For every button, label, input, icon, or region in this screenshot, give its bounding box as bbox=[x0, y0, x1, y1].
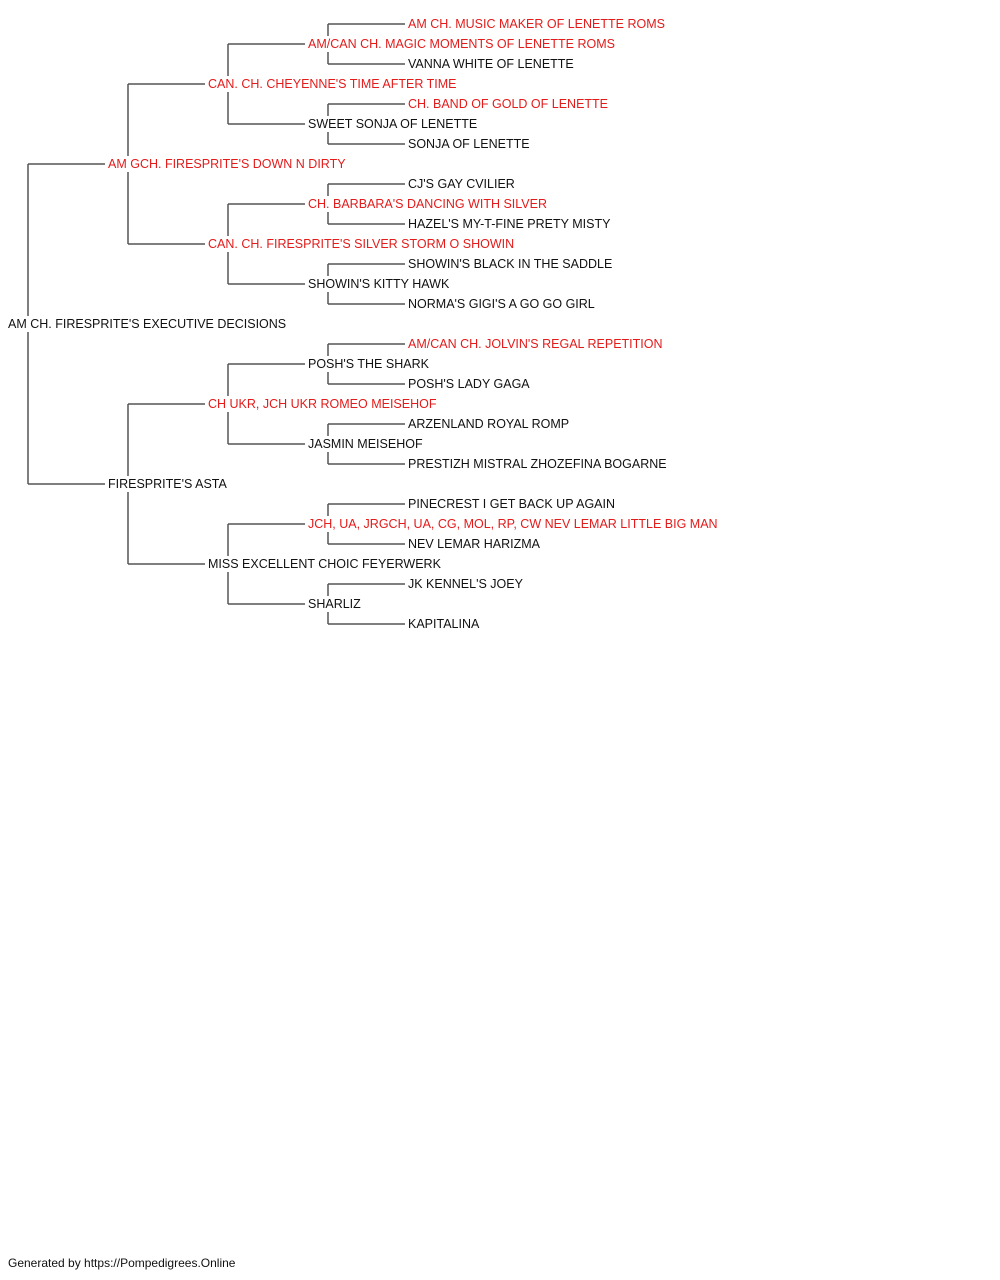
dam-name-gen3: JASMIN MEISEHOF bbox=[308, 437, 423, 451]
sire-name-gen4: CJ'S GAY CVILIER bbox=[408, 177, 515, 191]
dam-name-gen2: CAN. CH. FIRESPRITE'S SILVER STORM O SHO… bbox=[208, 237, 514, 251]
sire-name-gen4: AM/CAN CH. JOLVIN'S REGAL REPETITION bbox=[408, 337, 663, 351]
sire-name-gen3: POSH'S THE SHARK bbox=[308, 357, 430, 371]
sire-name-gen2: CH UKR, JCH UKR ROMEO MEISEHOF bbox=[208, 397, 437, 411]
subject-dog-name: AM CH. FIRESPRITE'S EXECUTIVE DECISIONS bbox=[8, 317, 286, 331]
dam-name-gen4: NEV LEMAR HARIZMA bbox=[408, 537, 541, 551]
dam-name-gen4: PRESTIZH MISTRAL ZHOZEFINA BOGARNE bbox=[408, 457, 667, 471]
dam-name-gen4: POSH'S LADY GAGA bbox=[408, 377, 530, 391]
sire-name-gen4: AM CH. MUSIC MAKER OF LENETTE ROMS bbox=[408, 17, 665, 31]
dam-name-gen2: MISS EXCELLENT CHOIC FEYERWERK bbox=[208, 557, 442, 571]
footer-credit: Generated by https://Pompedigrees.Online bbox=[8, 1256, 236, 1270]
dam-name-gen3: SWEET SONJA OF LENETTE bbox=[308, 117, 477, 131]
dam-name-gen4: SONJA OF LENETTE bbox=[408, 137, 530, 151]
dam-name-gen3: SHOWIN'S KITTY HAWK bbox=[308, 277, 450, 291]
dam-name-gen4: HAZEL'S MY-T-FINE PRETY MISTY bbox=[408, 217, 611, 231]
sire-name-gen4: SHOWIN'S BLACK IN THE SADDLE bbox=[408, 257, 612, 271]
sire-name-gen3: AM/CAN CH. MAGIC MOMENTS OF LENETTE ROMS bbox=[308, 37, 615, 51]
sire-name-gen3: JCH, UA, JRGCH, UA, CG, MOL, RP, CW NEV … bbox=[308, 517, 718, 531]
sire-name-gen4: PINECREST I GET BACK UP AGAIN bbox=[408, 497, 615, 511]
sire-name-gen1: AM GCH. FIRESPRITE'S DOWN N DIRTY bbox=[108, 157, 346, 171]
dam-name-gen3: SHARLIZ bbox=[308, 597, 361, 611]
dam-name-gen4: VANNA WHITE OF LENETTE bbox=[408, 57, 574, 71]
sire-name-gen4: CH. BAND OF GOLD OF LENETTE bbox=[408, 97, 608, 111]
dam-name-gen1: FIRESPRITE'S ASTA bbox=[108, 477, 228, 491]
dam-name-gen4: KAPITALINA bbox=[408, 617, 480, 631]
sire-name-gen3: CH. BARBARA'S DANCING WITH SILVER bbox=[308, 197, 547, 211]
dam-name-gen4: NORMA'S GIGI'S A GO GO GIRL bbox=[408, 297, 595, 311]
sire-name-gen4: JK KENNEL'S JOEY bbox=[408, 577, 524, 591]
sire-name-gen4: ARZENLAND ROYAL ROMP bbox=[408, 417, 569, 431]
sire-name-gen2: CAN. CH. CHEYENNE'S TIME AFTER TIME bbox=[208, 77, 457, 91]
